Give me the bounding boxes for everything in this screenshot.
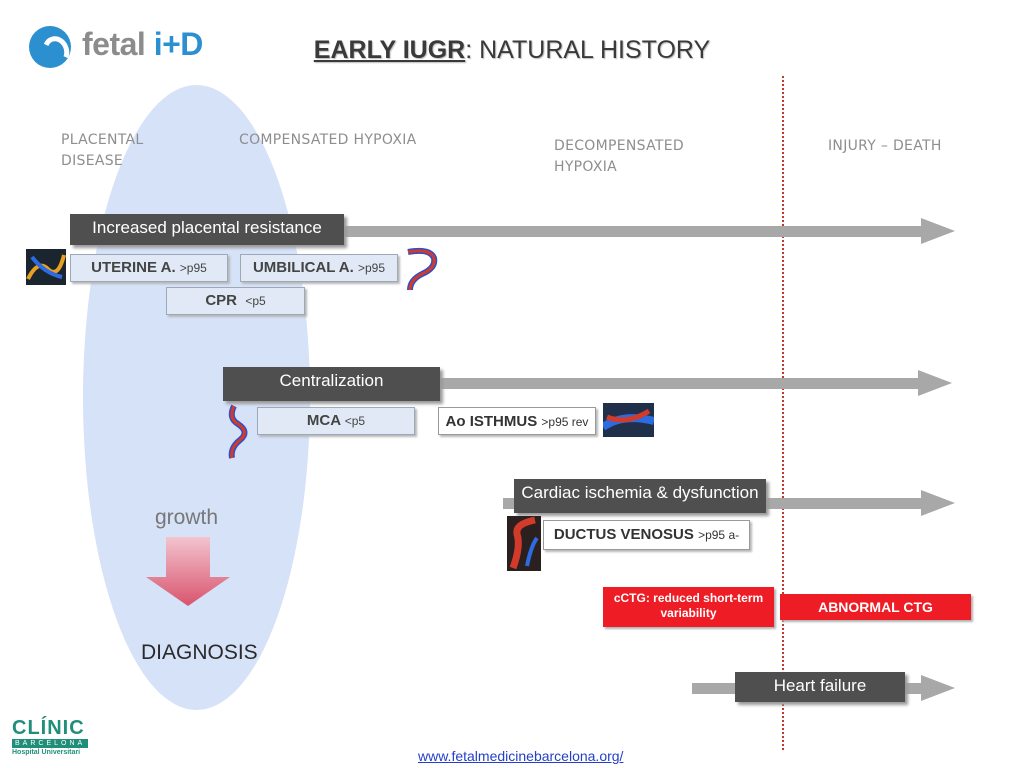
cardiac-ischemia-label: Cardiac ischemia & dysfunction [514,479,766,513]
ductus-venosus-doppler-thumbnail [507,516,541,571]
cpr-box: CPR <p5 [166,287,305,315]
fetal-id-logo-icon [29,26,71,68]
placental-resistance-arrow-shaft [330,226,922,237]
page-title: EARLY IUGR: NATURAL HISTORY [313,36,711,64]
placental-resistance-label: Increased placental resistance [70,214,344,245]
heart-failure-label: Heart failure [735,672,905,702]
fetal-id-logo-text: fetal i+D [82,26,203,62]
uterine-doppler-thumbnail [26,249,66,285]
phase-placental-disease: PLACENTAL DISEASE [61,132,144,169]
ductus-venosus-box: DUCTUS VENOSUS >p95 a- [543,520,750,550]
umbilical-doppler-thumbnail [407,247,438,291]
mca-box: MCA <p5 [257,407,415,435]
cctg-reduced-variability-box: cCTG: reduced short-term variability [603,587,774,627]
mca-doppler-thumbnail [228,404,248,459]
ao-isthmus-doppler-thumbnail [603,403,654,437]
growth-down-arrow-icon [146,537,230,606]
placental-resistance-arrow-head [921,218,955,244]
phase-decompensated-hypoxia: DECOMPENSATED HYPOXIA [554,138,684,175]
hospital-clinic-logo: CLÍNIC BARCELONA Hospital Universitari [12,718,89,758]
centralization-arrow-head [918,370,952,396]
diagnosis-label: DIAGNOSIS [141,641,258,664]
uterine-artery-box: UTERINE A. >p95 [70,254,228,282]
centralization-arrow-shaft [430,378,920,389]
umbilical-artery-box: UMBILICAL A. >p95 [240,254,398,282]
growth-label: growth [155,506,219,529]
abnormal-ctg-box: ABNORMAL CTG [780,594,971,620]
website-link[interactable]: www.fetalmedicinebarcelona.org/ [418,748,624,764]
centralization-label: Centralization [223,367,440,401]
phase-injury-death: INJURY – DEATH [828,138,942,154]
threshold-dotted-line [782,76,784,750]
heart-failure-arrow-head [921,675,955,701]
phase-compensated-hypoxia: COMPENSATED HYPOXIA [239,132,417,148]
ao-isthmus-box: Ao ISTHMUS >p95 rev [438,407,596,435]
cardiac-arrow-head [921,490,955,516]
